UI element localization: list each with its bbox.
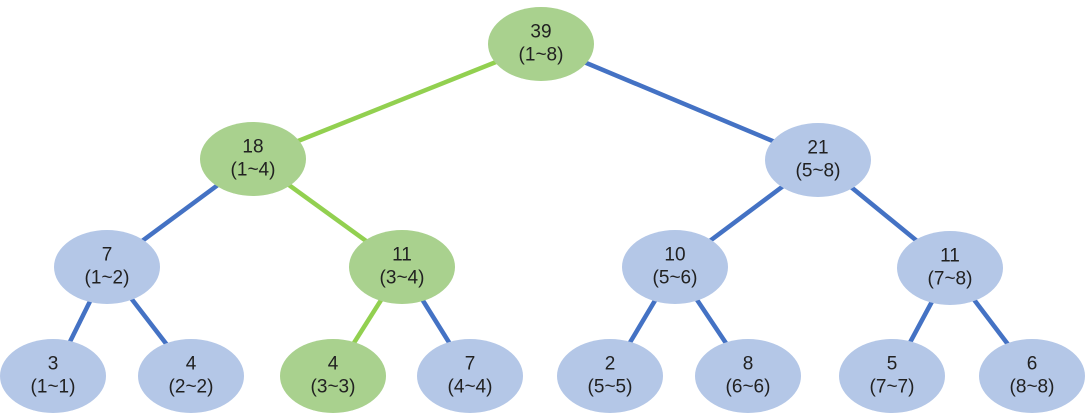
node-ellipse xyxy=(765,123,871,197)
tree-node-n5-6: 10(5~6) xyxy=(622,230,728,304)
node-range: (7~8) xyxy=(928,269,973,290)
node-range: (4~4) xyxy=(448,377,493,398)
node-ellipse xyxy=(839,339,945,413)
node-range: (5~6) xyxy=(653,268,698,289)
node-range: (2~2) xyxy=(169,377,214,398)
node-value: 7 xyxy=(465,354,476,375)
node-ellipse xyxy=(897,231,1003,305)
node-value: 7 xyxy=(102,245,113,266)
node-ellipse xyxy=(54,230,160,304)
node-value: 11 xyxy=(940,246,960,267)
tree-node-n1-1: 3(1~1) xyxy=(0,339,106,413)
tree-edge-n1-8-n5-8 xyxy=(540,41,819,163)
node-range: (6~6) xyxy=(726,377,771,398)
node-range: (5~8) xyxy=(796,161,841,182)
node-range: (7~7) xyxy=(870,377,915,398)
node-value: 10 xyxy=(664,245,685,266)
node-value: 4 xyxy=(328,354,339,375)
node-ellipse xyxy=(979,339,1085,413)
node-range: (5~5) xyxy=(588,377,633,398)
node-ellipse xyxy=(557,339,663,413)
tree-node-n5-5: 2(5~5) xyxy=(557,339,663,413)
tree-node-n7-8: 11(7~8) xyxy=(897,231,1003,305)
node-ellipse xyxy=(349,230,455,304)
node-value: 21 xyxy=(807,138,828,159)
node-ellipse xyxy=(200,122,306,196)
tree-node-n5-8: 21(5~8) xyxy=(765,123,871,197)
node-value: 6 xyxy=(1027,354,1038,375)
tree-edge-n1-8-n1-4 xyxy=(252,41,542,162)
node-ellipse xyxy=(622,230,728,304)
node-ellipse xyxy=(138,339,244,413)
node-value: 11 xyxy=(392,245,412,266)
node-range: (1~2) xyxy=(85,268,130,289)
tree-node-n7-7: 5(7~7) xyxy=(839,339,945,413)
node-range: (1~4) xyxy=(231,160,276,181)
node-range: (3~3) xyxy=(311,377,356,398)
tree-node-n1-4: 18(1~4) xyxy=(200,122,306,196)
node-value: 18 xyxy=(242,137,263,158)
tree-node-n4-4: 7(4~4) xyxy=(417,339,523,413)
node-ellipse xyxy=(488,7,594,81)
node-range: (3~4) xyxy=(380,268,425,289)
tree-node-n1-8: 39(1~8) xyxy=(488,7,594,81)
tree-node-n2-2: 4(2~2) xyxy=(138,339,244,413)
node-ellipse xyxy=(0,339,106,413)
node-value: 2 xyxy=(605,354,616,375)
tree-node-n3-4: 11(3~4) xyxy=(349,230,455,304)
node-value: 4 xyxy=(186,354,197,375)
node-ellipse xyxy=(417,339,523,413)
node-value: 3 xyxy=(48,354,59,375)
node-range: (1~1) xyxy=(31,377,76,398)
node-range: (1~8) xyxy=(519,45,564,66)
tree-node-n6-6: 8(6~6) xyxy=(695,339,801,413)
tree-node-n1-2: 7(1~2) xyxy=(54,230,160,304)
node-ellipse xyxy=(695,339,801,413)
tree-node-n8-8: 6(8~8) xyxy=(979,339,1085,413)
tree-node-n3-3: 4(3~3) xyxy=(280,339,386,413)
node-value: 5 xyxy=(887,354,898,375)
node-value: 39 xyxy=(530,22,551,43)
node-value: 8 xyxy=(743,354,754,375)
node-ellipse xyxy=(280,339,386,413)
node-range: (8~8) xyxy=(1010,377,1055,398)
